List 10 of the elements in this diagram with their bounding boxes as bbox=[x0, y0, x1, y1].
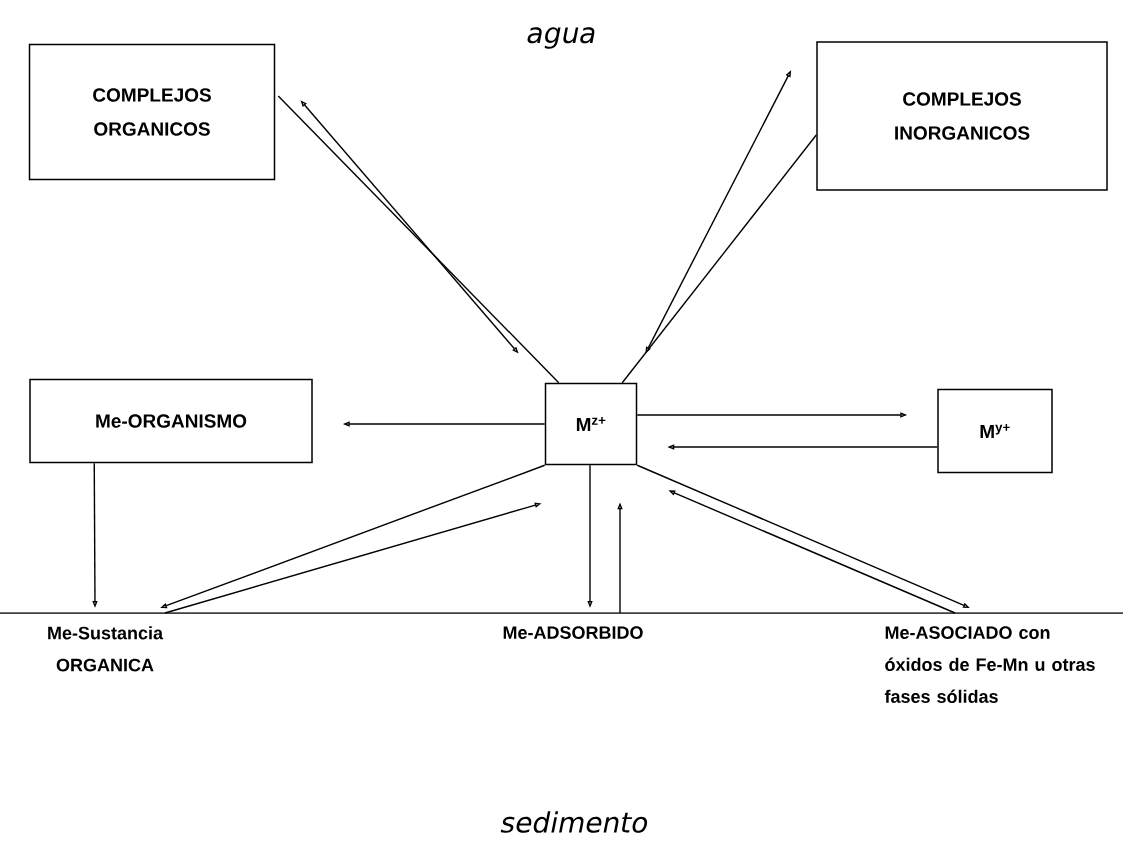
process-box: M$^{z+}$ bbox=[544, 382, 638, 466]
process-box: M$^{y+}$ bbox=[937, 388, 1053, 474]
process-box: COMPLEJOS INORGANICOS bbox=[816, 41, 1108, 191]
process-box: Me-ORGANISMO bbox=[29, 378, 313, 464]
region-label: agua bbox=[527, 27, 595, 49]
phase-label: Me-ASOCIADO con óxidos de Fe-Mn u otras fases sólidas bbox=[884, 626, 1095, 703]
region-label: sedimento bbox=[500, 811, 648, 833]
process-box: COMPLEJOS ORGANICOS bbox=[28, 43, 276, 181]
phase-label: Me-ADSORBIDO bbox=[503, 626, 643, 639]
phase-label: Me-Sustancia ORGANICA bbox=[48, 626, 164, 672]
